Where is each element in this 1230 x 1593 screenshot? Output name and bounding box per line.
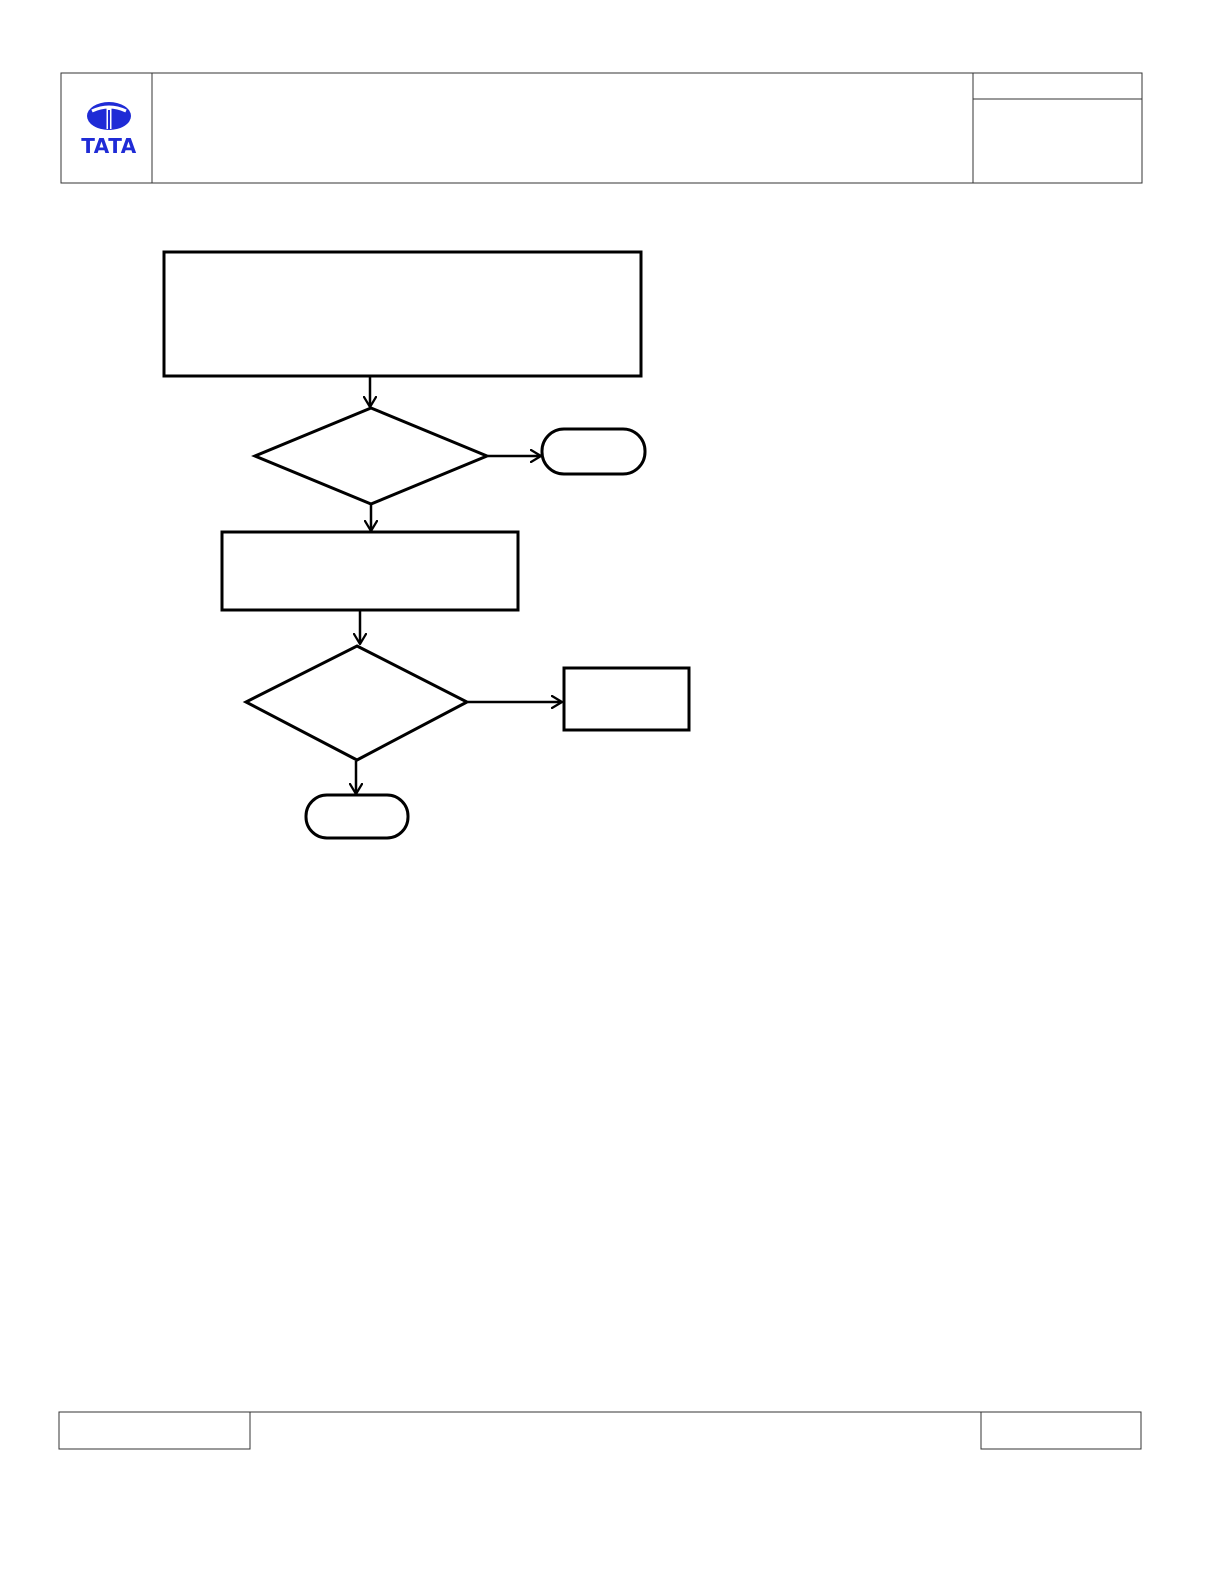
document-footer [58,1411,1142,1450]
footer-left-cell [58,1411,251,1450]
logo-emblem-arc [91,105,127,113]
header-frame [60,72,1143,184]
tata-logo: TATA [81,102,137,158]
decision-diamond-2 [242,644,471,762]
terminator-2 [304,793,410,840]
decision-diamond-1 [251,406,491,506]
process-box-1 [162,250,643,378]
logo-emblem-stem-core [108,110,110,129]
flowchart [162,250,691,840]
footer-right-cell [980,1411,1142,1450]
process-box-3 [562,666,691,732]
terminator-1 [540,427,647,476]
document-header: TATA [60,72,1143,184]
connectors [356,377,562,794]
process-box-2 [220,530,520,612]
logo-wordmark: TATA [81,134,137,158]
